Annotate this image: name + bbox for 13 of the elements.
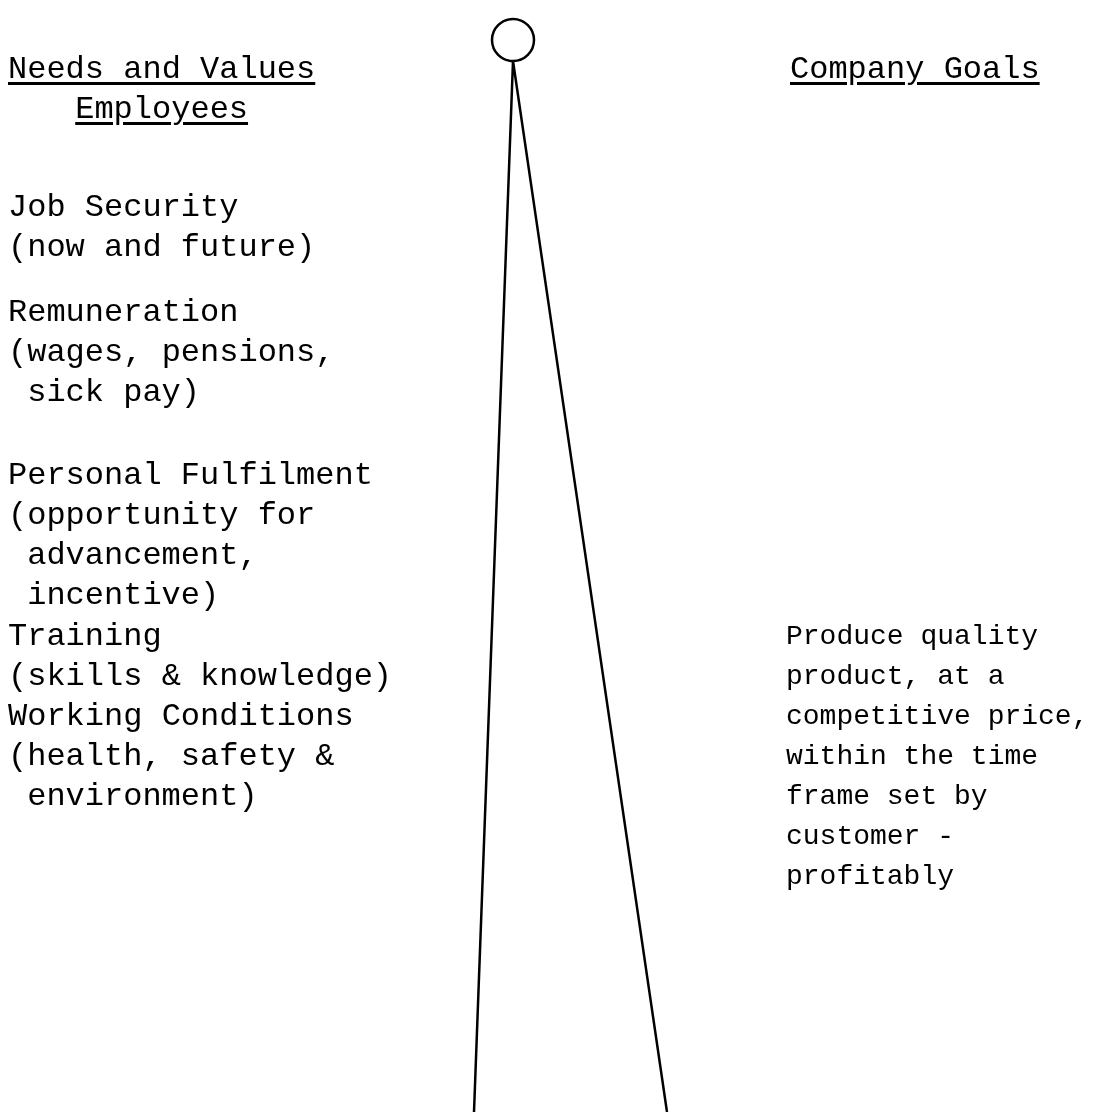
item-description: (opportunity for advancement, incentive) [8, 496, 317, 616]
column-heading: Needs and Values Employees [8, 50, 316, 130]
item-description: (now and future) [8, 228, 317, 268]
item-description: (skills & knowledge) [8, 657, 394, 697]
column-heading: Company Goals [790, 50, 1040, 90]
item-description: (wages, pensions, sick pay) [8, 333, 336, 413]
item-description: (health, safety & environment) [8, 737, 336, 817]
item-heading: Remuneration [8, 293, 240, 333]
item-heading: Training [8, 617, 163, 657]
item-heading: Personal Fulfilment [8, 456, 374, 496]
item-heading: Job Security [8, 188, 240, 228]
goal-text: Produce quality product, at a competitive price, within the time frame set by customer - profitably [786, 620, 1090, 894]
item-heading: Working Conditions [8, 697, 355, 737]
